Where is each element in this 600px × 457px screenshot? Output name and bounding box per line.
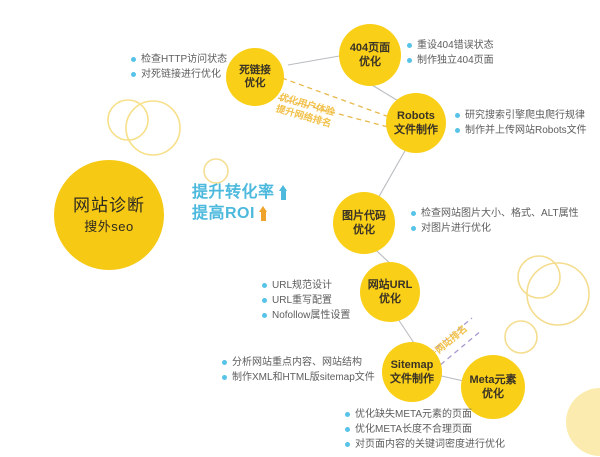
note-item: 制作独立404页面 (407, 53, 494, 68)
node-meta-element-optimization[interactable]: Meta元素 优化 (461, 355, 525, 419)
note-item: 检查网站图片大小、格式、ALT属性 (411, 206, 579, 221)
bullet-dot-icon (411, 226, 416, 231)
notes-404-page: 重设404错误状态 制作独立404页面 (407, 38, 494, 68)
node-site-url-optimization[interactable]: 网站URL 优化 (360, 262, 420, 322)
bullet-dot-icon (262, 298, 267, 303)
node-image-code-optimization[interactable]: 图片代码 优化 (333, 192, 395, 254)
note-text: 检查HTTP访问状态 (141, 54, 228, 65)
bullet-dot-icon (222, 360, 227, 365)
notes-site-url: URL规范设计 URL重写配置 Nofollow属性设置 (262, 278, 350, 323)
node-label-line1: 网站URL (367, 278, 413, 291)
note-text: 检查网站图片大小、格式、ALT属性 (421, 208, 579, 219)
note-text: 制作XML和HTML版sitemap文件 (232, 372, 375, 383)
note-item: 对页面内容的关键词密度进行优化 (345, 437, 505, 452)
notes-dead-link: 检查HTTP访问状态 对死链接进行优化 (131, 52, 227, 82)
node-label-line2: 优化 (482, 388, 504, 400)
note-text: 分析网站重点内容、网站结构 (232, 357, 362, 368)
note-item: 制作XML和HTML版sitemap文件 (222, 370, 375, 385)
note-text: 制作并上传网站Robots文件 (465, 125, 587, 136)
notes-meta: 优化缺失META元素的页面 优化META长度不合理页面 对页面内容的关键词密度进… (345, 407, 505, 452)
note-item: 制作并上传网站Robots文件 (455, 123, 587, 138)
hub-title: 网站诊断 (73, 195, 145, 215)
bullet-dot-icon (411, 211, 416, 216)
bullet-dot-icon (455, 113, 460, 118)
note-item: 对图片进行优化 (411, 221, 579, 236)
node-label-line2: 文件制作 (390, 373, 434, 385)
note-text: 对页面内容的关键词密度进行优化 (355, 439, 505, 450)
note-text: 优化缺失META元素的页面 (355, 409, 473, 420)
bullet-dot-icon (407, 58, 412, 63)
slogan-line-roi: 提高ROI (192, 203, 288, 224)
bullet-dot-icon (345, 412, 350, 417)
arrow-up-icon (278, 185, 288, 200)
bullet-dot-icon (222, 375, 227, 380)
note-item: 研究搜索引擎爬虫爬行规律 (455, 108, 587, 123)
slogan-line-conversion: 提升转化率 (192, 182, 288, 203)
slogan-roi-text: 提高ROI (192, 205, 255, 222)
arrow-up-icon (258, 206, 268, 221)
slogan-block: 提升转化率 提高ROI (192, 182, 288, 224)
node-label-line1: 404页面 (349, 41, 391, 54)
node-label-line2: 优化 (244, 77, 266, 89)
node-label-line1: Robots (397, 109, 435, 122)
note-item: 重设404错误状态 (407, 38, 494, 53)
note-item: 优化META长度不合理页面 (345, 422, 505, 437)
bullet-dot-icon (131, 72, 136, 77)
note-item: Nofollow属性设置 (262, 308, 350, 323)
note-text: Nofollow属性设置 (272, 310, 351, 321)
note-text: URL规范设计 (272, 280, 333, 291)
bullet-dot-icon (345, 427, 350, 432)
hub-subtitle: 搜外seo (84, 218, 134, 234)
node-label-line1: Meta元素 (469, 373, 517, 386)
note-item: URL规范设计 (262, 278, 350, 293)
node-label-line1: 图片代码 (342, 209, 386, 222)
note-item: 对死链接进行优化 (131, 67, 227, 82)
node-label-line1: Sitemap (390, 358, 434, 371)
node-label-line2: 优化 (359, 56, 381, 68)
node-sitemap-file-creation[interactable]: Sitemap 文件制作 (382, 342, 442, 402)
bullet-dot-icon (131, 57, 136, 62)
notes-sitemap: 分析网站重点内容、网站结构 制作XML和HTML版sitemap文件 (222, 355, 375, 385)
node-dead-link-optimization[interactable]: 死链接 优化 (226, 48, 284, 106)
notes-image-code: 检查网站图片大小、格式、ALT属性 对图片进行优化 (411, 206, 579, 236)
node-label-line2: 文件制作 (394, 124, 438, 136)
bullet-dot-icon (407, 43, 412, 48)
note-text: 对死链接进行优化 (141, 69, 221, 80)
bullet-dot-icon (345, 442, 350, 447)
node-404-page-optimization[interactable]: 404页面 优化 (339, 24, 401, 86)
note-text: 对图片进行优化 (421, 223, 491, 234)
node-label-line2: 优化 (379, 293, 401, 305)
slogan-conversion-text: 提升转化率 (192, 184, 275, 201)
bullet-dot-icon (262, 313, 267, 318)
note-item: 优化缺失META元素的页面 (345, 407, 505, 422)
note-text: 研究搜索引擎爬虫爬行规律 (465, 110, 585, 121)
note-text: 优化META长度不合理页面 (355, 424, 473, 435)
note-item: 分析网站重点内容、网站结构 (222, 355, 375, 370)
notes-robots: 研究搜索引擎爬虫爬行规律 制作并上传网站Robots文件 (455, 108, 587, 138)
note-item: 检查HTTP访问状态 (131, 52, 227, 67)
node-hub-website-diagnosis[interactable]: 网站诊断 搜外seo (54, 160, 164, 270)
node-label-line1: 死链接 (239, 63, 271, 76)
bullet-dot-icon (262, 283, 267, 288)
note-text: 制作独立404页面 (417, 55, 494, 66)
node-robots-file-creation[interactable]: Robots 文件制作 (386, 93, 446, 153)
note-text: URL重写配置 (272, 295, 333, 306)
node-label-line2: 优化 (353, 224, 375, 236)
bullet-dot-icon (455, 128, 460, 133)
note-item: URL重写配置 (262, 293, 350, 308)
note-text: 重设404错误状态 (417, 40, 494, 51)
